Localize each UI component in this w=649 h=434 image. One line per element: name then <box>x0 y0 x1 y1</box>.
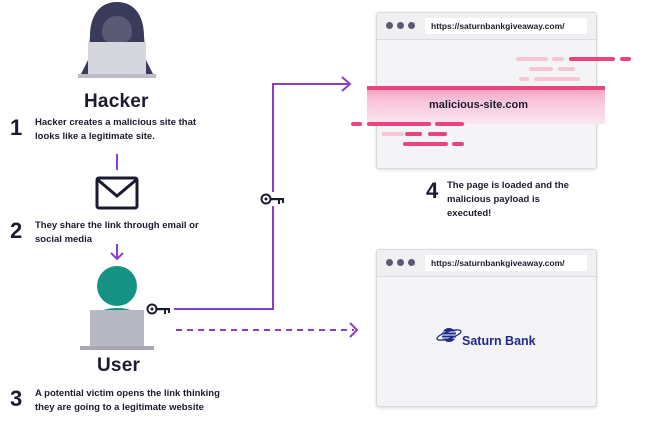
user-label: User <box>97 355 141 376</box>
user-to-legit-arrowhead <box>349 322 359 338</box>
glitch-dash <box>405 132 422 136</box>
window-dot-icon <box>408 22 415 29</box>
step-1-line-1: Hacker creates a malicious site that <box>35 117 197 128</box>
glitch-dash <box>428 132 447 136</box>
browser-toolbar: https://saturnbankgiveaway.com/ <box>377 13 596 40</box>
step-2-number: 2 <box>10 218 23 243</box>
user-to-malicious-arrowhead <box>341 76 352 92</box>
glitch-dash <box>351 122 362 126</box>
step-3-line-1: A potential victim opens the link thinki… <box>35 388 220 399</box>
address-bar[interactable]: https://saturnbankgiveaway.com/ <box>425 18 587 34</box>
step-3-text: A potential victim opens the link thinki… <box>35 387 220 415</box>
glitch-dash <box>435 122 464 126</box>
window-dot-icon <box>408 259 415 266</box>
step-4-line-1: The page is loaded and the <box>447 180 569 191</box>
legit-browser-window: https://saturnbankgiveaway.com/ <box>376 249 597 407</box>
step-3-number: 3 <box>10 386 23 411</box>
malicious-site-text: malicious-site.com <box>429 99 529 111</box>
envelope-icon <box>95 176 139 210</box>
glitch-dash <box>552 57 564 61</box>
step-4-text: The page is loaded and the malicious pay… <box>447 179 569 221</box>
user-icon <box>80 266 154 350</box>
window-dot-icon <box>386 22 393 29</box>
glitch-dash <box>367 122 431 126</box>
key-icon <box>146 303 170 315</box>
glitch-dash <box>529 67 553 71</box>
step-2-text: They share the link through email or soc… <box>35 219 199 247</box>
window-dot-icon <box>397 22 404 29</box>
step-2-line-2: social media <box>35 234 93 245</box>
step-1-text: Hacker creates a malicious site that loo… <box>35 116 196 144</box>
step-2-line-1: They share the link through email or <box>35 220 199 231</box>
window-dot-icon <box>386 259 393 266</box>
glitch-dash <box>519 77 529 81</box>
step-4-number: 4 <box>426 178 439 203</box>
glitch-dash <box>534 77 580 81</box>
saturn-bank-brand-text: Saturn Bank <box>462 334 536 348</box>
email-to-user-arrowhead <box>110 252 124 261</box>
window-dot-icon <box>397 259 404 266</box>
glitch-dash <box>558 67 575 71</box>
browser-toolbar: https://saturnbankgiveaway.com/ <box>377 250 596 277</box>
key-icon <box>260 192 286 206</box>
step-3-line-2: they are going to a legitimate website <box>35 402 204 413</box>
step-1-line-2: looks like a legitimate site. <box>35 131 155 142</box>
glitch-dash <box>569 57 615 61</box>
glitch-dash <box>382 132 404 136</box>
address-bar[interactable]: https://saturnbankgiveaway.com/ <box>425 255 587 271</box>
step-4-line-3: executed! <box>447 208 492 219</box>
hacker-label: Hacker <box>84 91 149 112</box>
step-4-line-2: malicious payload is <box>447 194 540 205</box>
step-1-number: 1 <box>10 115 23 140</box>
glitch-dash <box>516 57 548 61</box>
hacker-icon <box>78 2 156 78</box>
saturn-logo-icon <box>436 328 462 342</box>
malicious-banner-edge <box>367 86 605 90</box>
malicious-banner <box>367 88 605 124</box>
glitch-dash <box>452 142 464 146</box>
glitch-dash <box>403 142 448 146</box>
glitch-dash <box>620 57 631 61</box>
